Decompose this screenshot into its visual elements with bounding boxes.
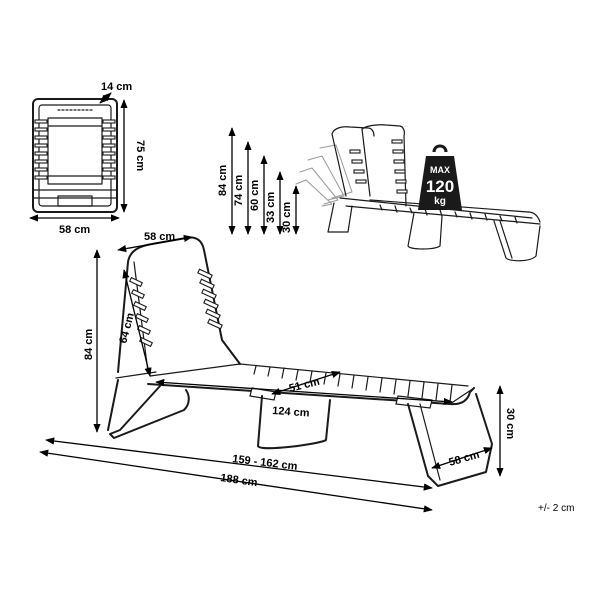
max-load-max-text: MAX	[430, 165, 450, 175]
recline-positions-view: 84 cm 74 cm 60 cm 33 cm 30 cm	[217, 124, 541, 262]
height-33-label: 33 cm	[265, 192, 277, 223]
folded-depth-dimension	[99, 92, 112, 104]
folded-lounger-drawing	[32, 98, 118, 213]
tolerance-note: +/- 2 cm	[538, 503, 574, 514]
backrest-width-label: 58 cm	[144, 231, 175, 243]
recline-lounger-drawing	[295, 124, 541, 262]
height-74-label: 74 cm	[233, 175, 245, 206]
height-60-label: 60 cm	[249, 180, 261, 211]
folded-right-straps	[102, 119, 116, 180]
main-foot-plate	[395, 395, 433, 409]
reclined-length-label: 159 - 162 cm	[232, 453, 299, 473]
total-length-dimension	[39, 449, 433, 513]
folded-height-label: 75 cm	[134, 140, 146, 171]
seat-length-dimension	[155, 378, 453, 406]
recline-backrest-straps	[349, 139, 408, 194]
folded-depth-label: 14 cm	[101, 81, 132, 93]
main-lounger-view: 58 cm 64 cm 84 cm 51 cm 124 cm 30 cm 58 …	[39, 231, 516, 513]
leg-height-label: 30 cm	[504, 408, 516, 439]
height-30-label: 30 cm	[281, 202, 293, 233]
main-lounger-drawing	[107, 236, 493, 487]
backrest-width-dimension	[117, 234, 193, 253]
total-height-label: 84 cm	[83, 329, 95, 360]
backrest-length-label: 64 cm	[117, 311, 137, 344]
backrest-length-dimension	[122, 269, 152, 377]
folded-lounger-view: 14 cm 75 cm 58 cm	[29, 81, 146, 236]
max-load-value-text: 120	[426, 177, 454, 196]
folded-left-straps	[34, 119, 48, 180]
folded-width-label: 58 cm	[59, 224, 90, 236]
max-load-unit-text: kg	[434, 196, 446, 207]
foot-width-label: 58 cm	[448, 449, 482, 469]
foot-width-dimension	[431, 447, 493, 469]
max-load-weight-icon: MAX 120 kg	[418, 144, 462, 210]
seat-length-label: 124 cm	[272, 405, 310, 420]
total-length-label: 188 cm	[220, 472, 259, 489]
height-84-label: 84 cm	[217, 165, 229, 196]
recline-seat-straps	[379, 204, 518, 224]
